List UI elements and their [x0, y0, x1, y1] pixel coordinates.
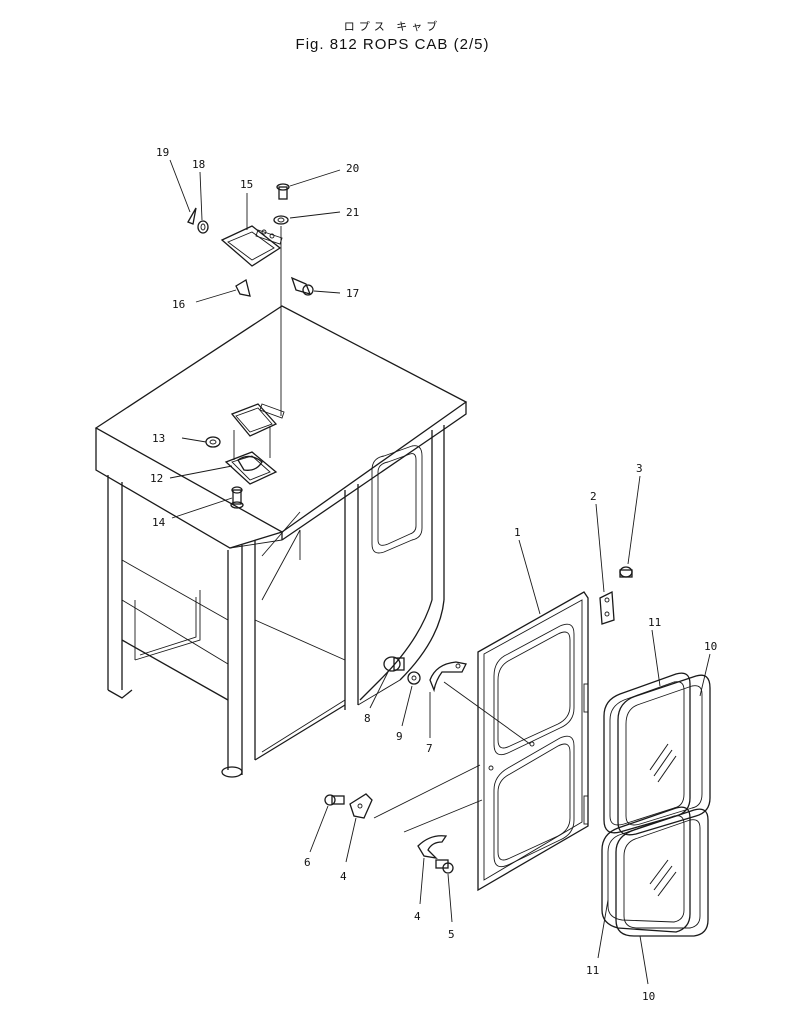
callout-9: 9 [396, 730, 403, 743]
figure-title: Fig. 812 ROPS CAB (2/5) [295, 36, 490, 53]
part-4-latch-upper [349, 793, 373, 819]
callout-20: 20 [346, 162, 359, 175]
callout-10a: 10 [704, 640, 717, 653]
callout-1: 1 [514, 526, 521, 539]
callout-21: 21 [346, 206, 359, 219]
callout-12: 12 [150, 472, 163, 485]
callout-4b: 4 [414, 910, 421, 923]
callout-15: 15 [240, 178, 253, 191]
part-3-bolt [619, 566, 633, 578]
part-11-seal-upper [603, 672, 691, 834]
part-11-seal-lower [601, 806, 691, 933]
callout-18: 18 [192, 158, 205, 171]
part-10-glass-lower [615, 808, 709, 937]
callout-17: 17 [346, 287, 359, 300]
part-7-handle [429, 661, 531, 745]
callout-labels: 19 18 15 20 21 16 17 13 12 14 1 2 3 11 1… [150, 146, 717, 1003]
part-14-bolt [230, 486, 244, 509]
callout-5: 5 [448, 928, 455, 941]
part-9-washer [407, 671, 421, 685]
part-1-door [477, 591, 589, 892]
callout-4a: 4 [340, 870, 347, 883]
leader-lines [169, 159, 711, 985]
callout-13: 13 [152, 432, 165, 445]
assembly-line-1 [373, 764, 481, 819]
cab-body [94, 305, 468, 778]
hatch-assembly-exploded [187, 183, 314, 416]
callout-8: 8 [364, 712, 371, 725]
assembly-line-2 [403, 799, 483, 833]
part-8-knob [383, 656, 405, 672]
part-6-bolt [324, 794, 345, 806]
part-5-bolt [435, 859, 454, 874]
roof-hatch-installed [224, 403, 285, 485]
callout-11b: 11 [586, 964, 599, 977]
part-2-hinge [599, 590, 615, 625]
callout-11a: 11 [648, 616, 661, 629]
callout-14: 14 [152, 516, 166, 529]
callout-10b: 10 [642, 990, 655, 1003]
callout-6: 6 [304, 856, 311, 869]
callout-3: 3 [636, 462, 643, 475]
callout-2: 2 [590, 490, 597, 503]
japanese-title: ロプス キャブ [343, 20, 442, 33]
callout-16: 16 [172, 298, 185, 311]
part-4-latch-lower [417, 835, 448, 859]
part-13-knob [205, 436, 221, 448]
callout-7: 7 [426, 742, 433, 755]
callout-19: 19 [156, 146, 169, 159]
